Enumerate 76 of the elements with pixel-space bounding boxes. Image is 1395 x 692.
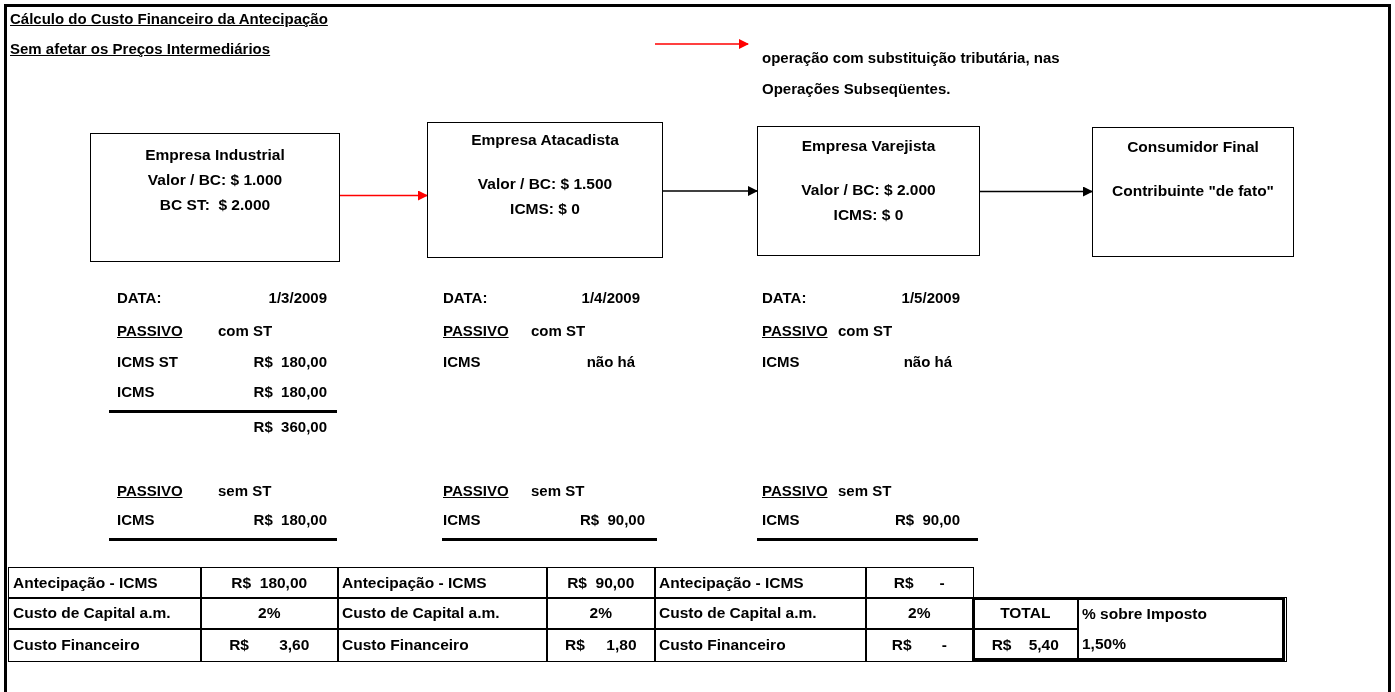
ledger-text: R$ 90,00 [579, 511, 645, 529]
ledger-text: R$ 90,00 [894, 511, 960, 529]
ledger-text: DATA: [762, 289, 807, 307]
ledger-text: com ST [531, 322, 586, 340]
process-box [757, 126, 980, 256]
ledger-text: 1/5/2009 [901, 289, 960, 307]
ledger-text: não há [903, 353, 952, 371]
table-cell: R$ 180,00 [200, 567, 339, 599]
account-heading: PASSIVO [117, 322, 183, 340]
box-text: Valor / BC: $ 1.000 [147, 170, 283, 190]
process-box [1092, 127, 1294, 257]
table-cell: Custo Financeiro [8, 628, 202, 662]
table-cell: Custo Financeiro [337, 628, 548, 662]
box-text: Contribuinte "de fato" [1112, 181, 1274, 201]
arrow [979, 186, 1093, 197]
account-heading: PASSIVO [117, 482, 183, 500]
box-text: ICMS: $ 0 [833, 205, 904, 225]
ledger-text: R$ 180,00 [253, 511, 327, 529]
account-heading: PASSIVO [762, 322, 828, 340]
table-cell: Antecipação - ICMS [337, 567, 548, 599]
table-cell: R$ 1,80 [546, 628, 656, 662]
table-cell: Custo de Capital a.m. [337, 597, 548, 630]
ledger-text: não há [586, 353, 635, 371]
process-box [90, 133, 340, 262]
ledger-text: sem ST [218, 482, 272, 500]
table-cell: 1,50% [1077, 628, 1287, 662]
ledger-text: R$ 180,00 [253, 353, 327, 371]
box-heading: Empresa Varejista [801, 136, 936, 156]
table-cell: TOTAL [972, 597, 1079, 630]
box-heading: Empresa Atacadista [471, 130, 619, 150]
table-cell: 2% [546, 597, 656, 630]
box-text: Valor / BC: $ 1.500 [477, 174, 613, 194]
ledger-text: ICMS [762, 511, 800, 529]
account-heading: PASSIVO [443, 482, 509, 500]
ledger-text: ICMS [443, 511, 481, 529]
table-cell: Custo de Capital a.m. [654, 597, 867, 630]
ledger-text: ICMS [117, 511, 155, 529]
ledger-text: ICMS [762, 353, 800, 371]
table-cell: Custo Financeiro [654, 628, 867, 662]
title: Cálculo do Custo Financeiro da Antecipação [10, 10, 328, 27]
ledger-text: 1/4/2009 [581, 289, 640, 307]
ledger-text: ICMS [117, 383, 155, 401]
table-cell: Custo de Capital a.m. [8, 597, 202, 630]
box-text: BC ST: $ 2.000 [159, 195, 271, 215]
legend-text: operação com substituição tributária, nas Operações Subseqüentes. [762, 48, 1061, 99]
table-cell: R$ 5,40 [972, 628, 1079, 662]
table-cell: R$ 90,00 [546, 567, 656, 599]
table-cell: R$ - [865, 567, 974, 599]
table-cell: % sobre Imposto [1077, 597, 1287, 630]
box-heading: Empresa Industrial [145, 145, 285, 165]
ledger-text: sem ST [531, 482, 585, 500]
ledger-text: com ST [838, 322, 893, 340]
process-box [427, 122, 663, 258]
ledger-text: ICMS ST [117, 353, 178, 371]
account-heading: PASSIVO [443, 322, 509, 340]
ledger-text: ICMS [443, 353, 481, 371]
ledger-text: R$ 360,00 [253, 418, 327, 436]
ledger-text: com ST [218, 322, 273, 340]
box-text: Valor / BC: $ 2.000 [801, 180, 936, 200]
ledger-text: 1/3/2009 [268, 289, 327, 307]
table-cell: 2% [865, 597, 974, 630]
arrow [339, 190, 428, 201]
table-cell: R$ - [865, 628, 974, 662]
table-cell: R$ 3,60 [200, 628, 339, 662]
ledger-text: R$ 180,00 [253, 383, 327, 401]
box-heading: Consumidor Final [1127, 137, 1259, 157]
ledger-text: sem ST [838, 482, 892, 500]
table-cell: Antecipação - ICMS [654, 567, 867, 599]
table-cell: Antecipação - ICMS [8, 567, 202, 599]
ledger-text: DATA: [117, 289, 162, 307]
arrow [662, 186, 758, 196]
table-cell: 2% [200, 597, 339, 630]
ledger-text: DATA: [443, 289, 488, 307]
subtitle: Sem afetar os Preços Intermediários [10, 40, 271, 57]
box-text: ICMS: $ 0 [510, 199, 580, 219]
account-heading: PASSIVO [762, 482, 828, 500]
